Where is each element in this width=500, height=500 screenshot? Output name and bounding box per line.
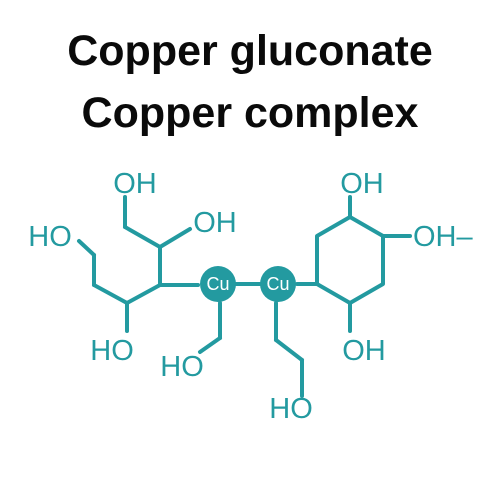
label-oh-mid-left: OH — [193, 207, 237, 239]
bond-lower-left-diagonal — [92, 283, 129, 305]
copper-atom-left: Cu — [200, 266, 236, 302]
label-ho-bottom-right-chain: HO — [269, 393, 313, 425]
cyclohexane-ring — [315, 195, 412, 333]
bond-backbone-down-left — [125, 283, 162, 305]
ring-outline — [315, 215, 385, 305]
bond-cu-right-diagonal — [274, 338, 304, 362]
bond-top-diagonal — [123, 225, 162, 249]
atom-labels: OH OH HO HO HO HO OH OH– OH — [28, 168, 473, 425]
bond-cu-left-ho — [198, 336, 222, 354]
cu-right-circle — [260, 266, 296, 302]
cu-right-label: Cu — [266, 274, 289, 294]
label-ho-bottom-left: HO — [90, 335, 134, 367]
bond-oh-mid-diagonal — [158, 227, 192, 249]
label-oh-ring-top: OH — [340, 168, 384, 200]
title-line-2: Copper complex — [81, 89, 419, 137]
copper-atom-right: Cu — [260, 266, 296, 302]
label-oh-ring-bottom: OH — [342, 335, 386, 367]
bond-far-left-ho — [77, 239, 96, 257]
label-ho-bottom-center: HO — [160, 351, 204, 383]
title-line-1: Copper gluconate — [67, 27, 433, 75]
cu-left-circle — [200, 266, 236, 302]
copper-chain-bonds — [198, 282, 319, 398]
label-oh-top-left: OH — [113, 168, 157, 200]
label-oh-ring-right: OH– — [413, 221, 474, 253]
label-ho-far-left: HO — [28, 221, 72, 253]
cu-left-label: Cu — [206, 274, 229, 294]
left-chain-bonds — [77, 195, 200, 333]
